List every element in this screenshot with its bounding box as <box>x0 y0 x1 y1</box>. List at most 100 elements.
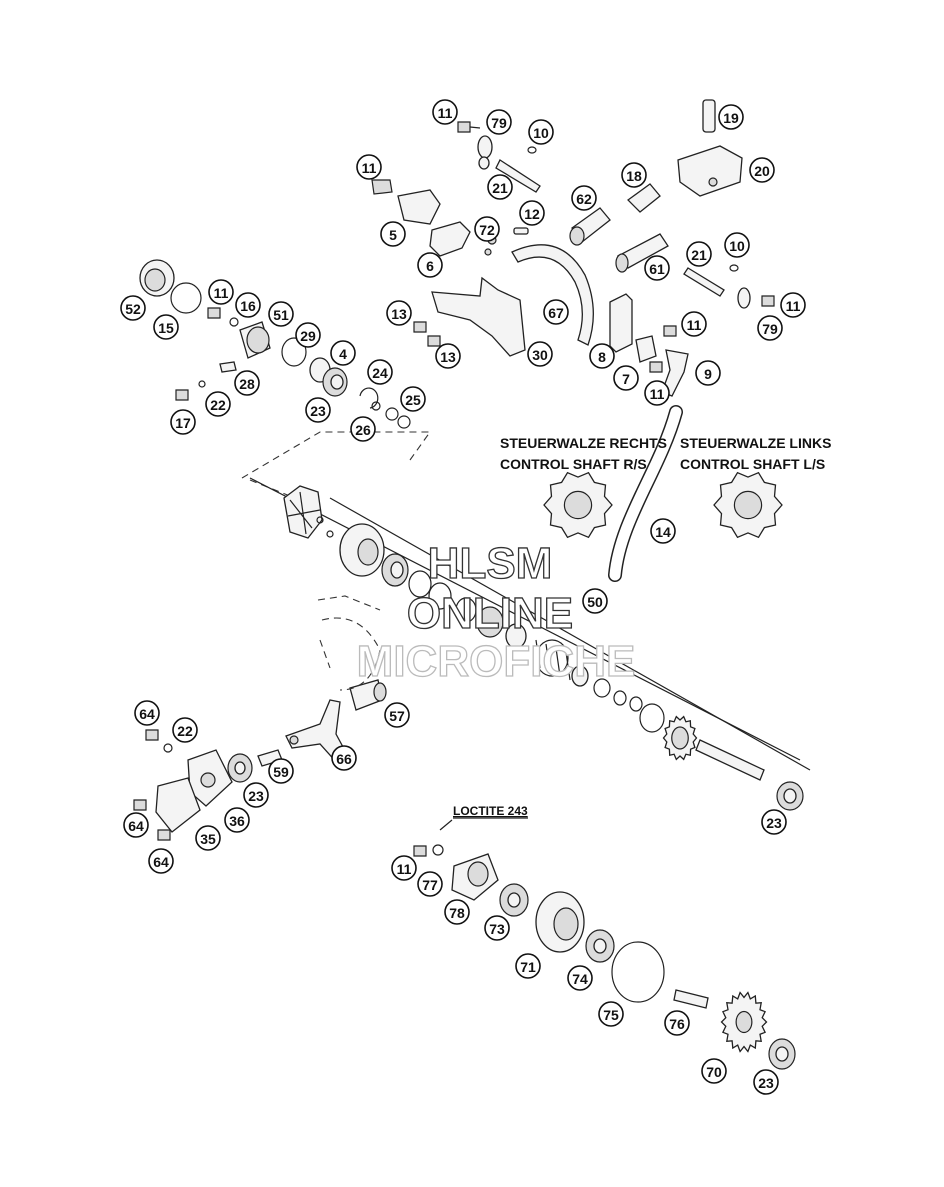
callout-12: 12 <box>519 200 545 226</box>
callout-number: 16 <box>240 298 256 314</box>
callout-number: 8 <box>598 349 606 365</box>
callout-25: 25 <box>400 386 426 412</box>
left-cluster-parts <box>139 259 411 429</box>
callout-23: 23 <box>761 809 787 835</box>
callout-13: 13 <box>386 300 412 326</box>
callout-number: 29 <box>300 328 316 344</box>
callout-number: 66 <box>336 751 352 767</box>
control-shaft-left-gear <box>713 471 783 539</box>
callout-36: 36 <box>224 807 250 833</box>
callout-30: 30 <box>527 341 553 367</box>
callout-number: 11 <box>397 861 412 877</box>
callout-79: 79 <box>757 315 783 341</box>
callout-number: 75 <box>603 1007 619 1023</box>
callout-22: 22 <box>205 391 231 417</box>
callout-7: 7 <box>613 365 639 391</box>
callout-number: 79 <box>491 115 507 131</box>
control-shaft-left-label-en: CONTROL SHAFT L/S <box>680 456 825 472</box>
callout-number: 50 <box>587 594 603 610</box>
callout-number: 59 <box>273 764 289 780</box>
callout-number: 62 <box>576 191 592 207</box>
callout-19: 19 <box>718 104 744 130</box>
callout-17: 17 <box>170 409 196 435</box>
callout-number: 18 <box>626 168 642 184</box>
callout-number: 25 <box>405 392 421 408</box>
callout-22: 22 <box>172 717 198 743</box>
lower-left-parts <box>133 699 351 841</box>
control-shaft-right-label-en: CONTROL SHAFT R/S <box>500 456 647 472</box>
callout-number: 78 <box>449 905 465 921</box>
callout-35: 35 <box>195 825 221 851</box>
callout-number: 19 <box>723 110 739 126</box>
callout-number: 6 <box>426 258 434 274</box>
callout-number: 11 <box>438 105 453 121</box>
callout-59: 59 <box>268 758 294 784</box>
callout-number: 13 <box>440 349 456 365</box>
callout-57: 57 <box>384 702 410 728</box>
callout-number: 4 <box>339 346 347 362</box>
callout-number: 61 <box>649 261 665 277</box>
callout-number: 74 <box>572 971 588 987</box>
callout-number: 36 <box>229 813 245 829</box>
callout-75: 75 <box>598 1001 624 1027</box>
callout-number: 26 <box>355 422 371 438</box>
callout-23: 23 <box>243 782 269 808</box>
callout-11: 11 <box>644 380 670 406</box>
callout-64: 64 <box>148 848 174 874</box>
callout-number: 28 <box>239 376 255 392</box>
callout-70: 70 <box>701 1058 727 1084</box>
callout-23: 23 <box>753 1069 779 1095</box>
top-parts <box>371 99 775 397</box>
callout-13: 13 <box>435 343 461 369</box>
callout-77: 77 <box>417 871 443 897</box>
main-shaft-parts <box>283 485 804 811</box>
callout-number: 10 <box>533 125 549 141</box>
callout-number: 14 <box>655 524 671 540</box>
callout-16: 16 <box>235 292 261 318</box>
callout-number: 51 <box>273 307 289 323</box>
main-shaft-axis <box>249 477 811 771</box>
callout-64: 64 <box>123 812 149 838</box>
callout-50: 50 <box>582 588 608 614</box>
callout-64: 64 <box>134 700 160 726</box>
callout-number: 64 <box>153 854 169 870</box>
callout-number: 73 <box>489 921 505 937</box>
watermark-line2: ONLINE <box>407 589 573 638</box>
callout-number: 21 <box>492 180 508 196</box>
callout-number: 64 <box>128 818 144 834</box>
callout-28: 28 <box>234 370 260 396</box>
assembly-dashed-outline <box>241 431 432 669</box>
callout-11: 11 <box>780 292 806 318</box>
callout-10: 10 <box>724 232 750 258</box>
callout-11: 11 <box>391 855 417 881</box>
callout-79: 79 <box>486 109 512 135</box>
callout-5: 5 <box>380 221 406 247</box>
callout-62: 62 <box>571 185 597 211</box>
callout-number: 12 <box>524 206 540 222</box>
watermark-line1: HLSM <box>428 539 553 588</box>
callout-67: 67 <box>543 299 569 325</box>
callout-number: 20 <box>754 163 770 179</box>
control-shaft-left-label-de: STEUERWALZE LINKS <box>680 435 831 451</box>
callout-number: 11 <box>214 285 229 301</box>
callout-24: 24 <box>367 359 393 385</box>
callout-52: 52 <box>120 295 146 321</box>
callout-10: 10 <box>528 119 554 145</box>
callout-6: 6 <box>417 252 443 278</box>
callout-number: 22 <box>210 397 226 413</box>
control-shaft-right-label-de: STEUERWALZE RECHTS <box>500 435 667 451</box>
callout-11: 11 <box>432 99 458 125</box>
callout-4: 4 <box>330 340 356 366</box>
callout-23: 23 <box>305 397 331 423</box>
callout-number: 17 <box>175 415 191 431</box>
callout-number: 23 <box>766 815 782 831</box>
callout-15: 15 <box>153 314 179 340</box>
callout-61: 61 <box>644 255 670 281</box>
callout-number: 11 <box>786 298 801 314</box>
callout-number: 57 <box>389 708 405 724</box>
callout-number: 72 <box>479 222 495 238</box>
callout-51: 51 <box>268 301 294 327</box>
callout-number: 10 <box>729 238 745 254</box>
